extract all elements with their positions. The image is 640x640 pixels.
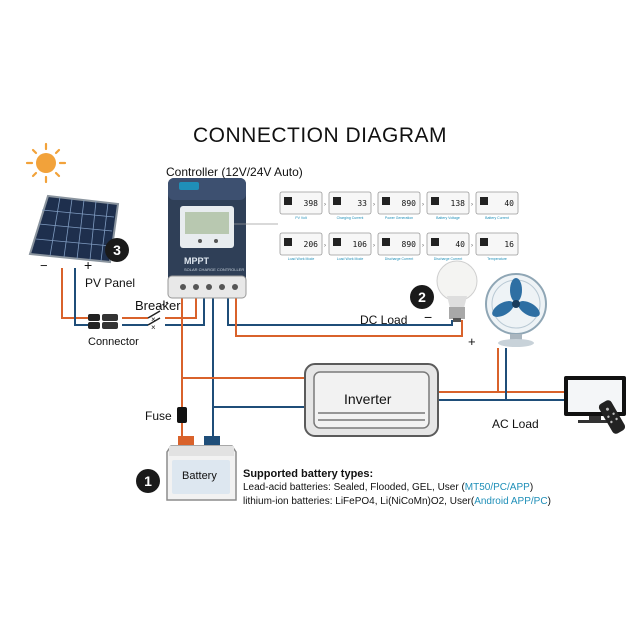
connector-icon xyxy=(88,314,118,329)
breaker-to-controller-positive xyxy=(165,292,197,319)
lcd-symbol-icon xyxy=(382,238,390,246)
lcd-symbol-icon xyxy=(431,197,439,205)
lcd-caption: Power Generation xyxy=(385,216,413,220)
lcd-caption: Battery Current xyxy=(485,216,509,220)
pv-positive-wire xyxy=(61,268,90,319)
lithium-suffix: ) xyxy=(547,496,551,507)
inverter-icon xyxy=(304,363,439,437)
controller-brand-text: MPPT xyxy=(184,256,210,266)
battery-label: Battery xyxy=(182,470,217,482)
lcd-arrow-icon: › xyxy=(324,243,326,249)
lead-acid-highlight: MT50/PC/APP xyxy=(464,482,530,493)
lcd-symbol-icon xyxy=(284,197,292,205)
lcd-arrow-icon: › xyxy=(471,243,473,249)
lithium-text: lithium-ion batteries: LiFePO4, Li(NiCoM… xyxy=(243,496,475,507)
page-title: CONNECTION DIAGRAM xyxy=(192,124,447,147)
lcd-symbol-icon xyxy=(333,238,341,246)
remote-icon xyxy=(598,400,626,434)
lcd-symbol-icon xyxy=(333,197,341,205)
pv-plus-sign: + xyxy=(84,257,93,273)
pv-panel-label: PV Panel xyxy=(85,276,136,290)
lcd-symbol-icon xyxy=(480,197,488,205)
pv-negative-wire xyxy=(74,268,90,326)
connector-label: Connector xyxy=(88,336,139,348)
lcd-value: 206 xyxy=(304,240,319,249)
lcd-value: 890 xyxy=(402,199,417,208)
inverter-label: Inverter xyxy=(344,391,392,407)
controller-label: Controller (12V/24V Auto) xyxy=(166,165,303,179)
lcd-caption: Discharge Current xyxy=(434,257,462,261)
badge-battery-1: 1 xyxy=(136,469,160,493)
lcd-caption: PV Volt xyxy=(295,216,307,220)
lcd-value: 33 xyxy=(357,199,367,208)
lithium-line: lithium-ion batteries: LiFePO4, Li(NiCoM… xyxy=(243,495,551,509)
badge-dc-load-2: 2 xyxy=(410,285,434,309)
lcd-caption: Discharge Current xyxy=(385,257,413,261)
ac-load-label: AC Load xyxy=(492,417,539,431)
controller-subtitle: SOLAR CHARGE CONTROLLER xyxy=(184,267,245,272)
supported-heading: Supported battery types: xyxy=(243,468,374,480)
lcd-arrow-icon: › xyxy=(471,202,473,208)
controller-icon xyxy=(167,178,247,299)
dc-load-minus: − xyxy=(424,309,433,325)
wires xyxy=(61,268,586,440)
lithium-highlight: Android APP/PC xyxy=(474,496,548,507)
lcd-value: 890 xyxy=(402,240,417,249)
breaker-icon: × × xyxy=(147,301,169,332)
lcd-arrow-icon: › xyxy=(422,202,424,208)
svg-text:×: × xyxy=(151,323,156,332)
breaker-to-controller-negative xyxy=(165,292,205,326)
fuse-icon xyxy=(177,407,187,423)
battery-icon xyxy=(166,436,237,501)
lcd-arrow-icon: › xyxy=(373,243,375,249)
sun-icon xyxy=(25,142,67,184)
breaker-label: Breaker xyxy=(135,298,181,313)
ac-positive-wire xyxy=(438,348,586,393)
lcd-value: 16 xyxy=(504,240,514,249)
fan-icon xyxy=(485,273,547,347)
lcd-value: 106 xyxy=(353,240,368,249)
dc-load-negative-wire xyxy=(227,292,453,326)
lcd-value: 40 xyxy=(504,199,514,208)
lcd-caption: Load Work Mode xyxy=(288,257,315,261)
lcd-arrow-icon: › xyxy=(373,202,375,208)
lcd-arrow-icon: › xyxy=(324,202,326,208)
dc-load-plus: + xyxy=(468,334,476,349)
lcd-caption: Battery Voltage xyxy=(436,216,460,220)
lcd-value: 398 xyxy=(304,199,319,208)
supported-battery-types: Supported battery types: Lead-acid batte… xyxy=(243,467,551,509)
lead-acid-text: Lead-acid batteries: Sealed, Flooded, GE… xyxy=(243,482,465,493)
lcd-arrow-icon: › xyxy=(422,243,424,249)
lcd-caption: Load Work Mode xyxy=(337,257,364,261)
lcd-caption: Charging Current xyxy=(337,216,364,220)
pv-minus-sign: − xyxy=(40,258,48,273)
lead-acid-line: Lead-acid batteries: Sealed, Flooded, GE… xyxy=(243,481,551,495)
badge-pv-3: 3 xyxy=(105,238,129,262)
lead-acid-suffix: ) xyxy=(529,482,534,493)
ac-negative-wire xyxy=(438,348,586,401)
lcd-symbol-icon xyxy=(382,197,390,205)
lcd-symbol-icon xyxy=(480,238,488,246)
lcd-symbol-icon xyxy=(431,238,439,246)
dc-load-positive-wire xyxy=(235,292,463,337)
lcd-symbol-icon xyxy=(284,238,292,246)
light-bulb-icon xyxy=(436,260,478,322)
dc-load-label: DC Load xyxy=(360,313,408,327)
fuse-label: Fuse xyxy=(145,409,172,423)
solar-panel-icon xyxy=(28,194,120,264)
svg-text:×: × xyxy=(151,315,156,324)
lcd-caption: Temperature xyxy=(487,257,507,261)
lcd-value: 138 xyxy=(451,199,466,208)
lcd-value: 40 xyxy=(455,240,465,249)
